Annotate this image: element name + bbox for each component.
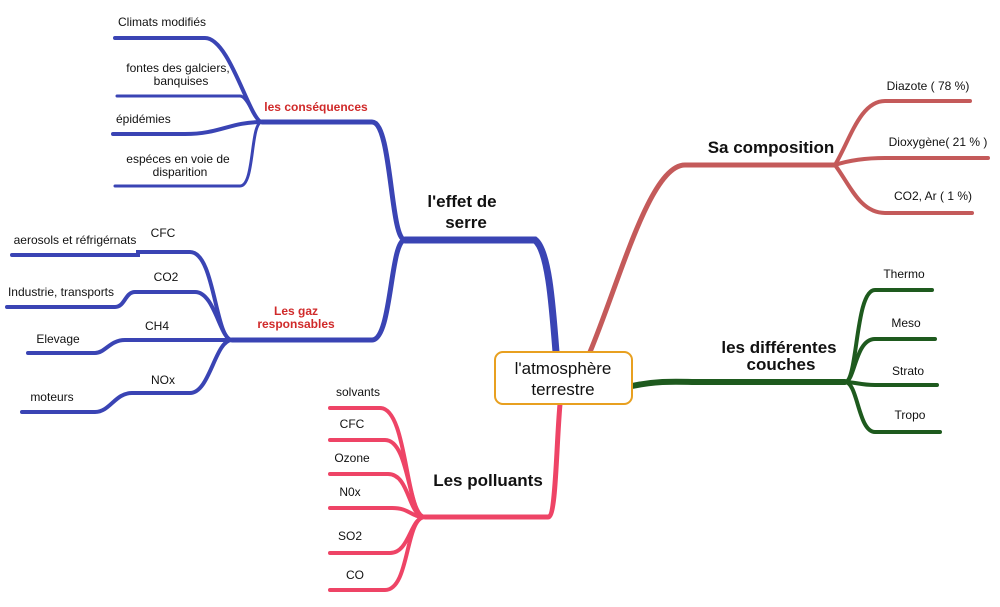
node-gaz-1[interactable]: Les gaz	[274, 304, 318, 318]
leaf-gaz-detail: Industrie, transports	[8, 285, 114, 299]
leaf-polluant: SO2	[338, 529, 362, 543]
leaf-consequence: disparition	[153, 165, 208, 179]
center-label-1: l'atmosphère	[515, 359, 612, 378]
leaf-gaz: NOx	[151, 373, 175, 387]
leaf-polluant: N0x	[339, 485, 360, 499]
leaf-polluant: CFC	[340, 417, 365, 431]
branch-composition	[587, 99, 990, 355]
node-composition[interactable]: Sa composition	[708, 138, 835, 157]
leaf-gaz: CH4	[145, 319, 169, 333]
leaf-composition: Dioxygène( 21 % )	[889, 135, 988, 149]
leaf-polluant: Ozone	[334, 451, 370, 465]
node-consequences[interactable]: les conséquences	[264, 100, 368, 114]
leaf-gaz-detail: Elevage	[36, 332, 80, 346]
node-polluants[interactable]: Les polluants	[433, 471, 543, 490]
leaf-couche: Thermo	[883, 267, 925, 281]
leaf-composition: Diazote ( 78 %)	[887, 79, 970, 93]
leaf-consequence: espéces en voie de	[126, 152, 230, 166]
branch-polluants	[328, 401, 563, 592]
leaf-consequence: Climats modifiés	[118, 15, 206, 29]
node-couches-1[interactable]: les différentes	[721, 338, 836, 357]
branch-couches	[629, 288, 942, 434]
leaf-couche: Meso	[891, 316, 921, 330]
leaf-gaz: CO2	[154, 270, 179, 284]
leaf-couche: Tropo	[895, 408, 926, 422]
node-couches-2[interactable]: couches	[747, 355, 816, 374]
leaf-gaz: CFC	[151, 226, 176, 240]
node-gaz-2[interactable]: responsables	[257, 317, 335, 331]
center-node[interactable]	[494, 351, 633, 405]
node-effet-de-serre-2[interactable]: serre	[445, 213, 487, 232]
center-label-2: terrestre	[531, 380, 594, 399]
leaf-couche: Strato	[892, 364, 924, 378]
leaf-composition: CO2, Ar ( 1 %)	[894, 189, 972, 203]
leaf-consequence: épidémies	[116, 112, 171, 126]
node-effet-de-serre-1[interactable]: l'effet de	[427, 192, 496, 211]
branch-effet-de-serre	[5, 36, 560, 414]
leaf-consequence: banquises	[154, 74, 209, 88]
leaf-gaz-detail: moteurs	[30, 390, 73, 404]
leaf-gaz-detail: aerosols et réfrigérnats	[14, 233, 137, 247]
leaf-polluant: solvants	[336, 385, 380, 399]
leaf-polluant: CO	[346, 568, 364, 582]
leaf-consequence: fontes des galciers,	[126, 61, 229, 75]
